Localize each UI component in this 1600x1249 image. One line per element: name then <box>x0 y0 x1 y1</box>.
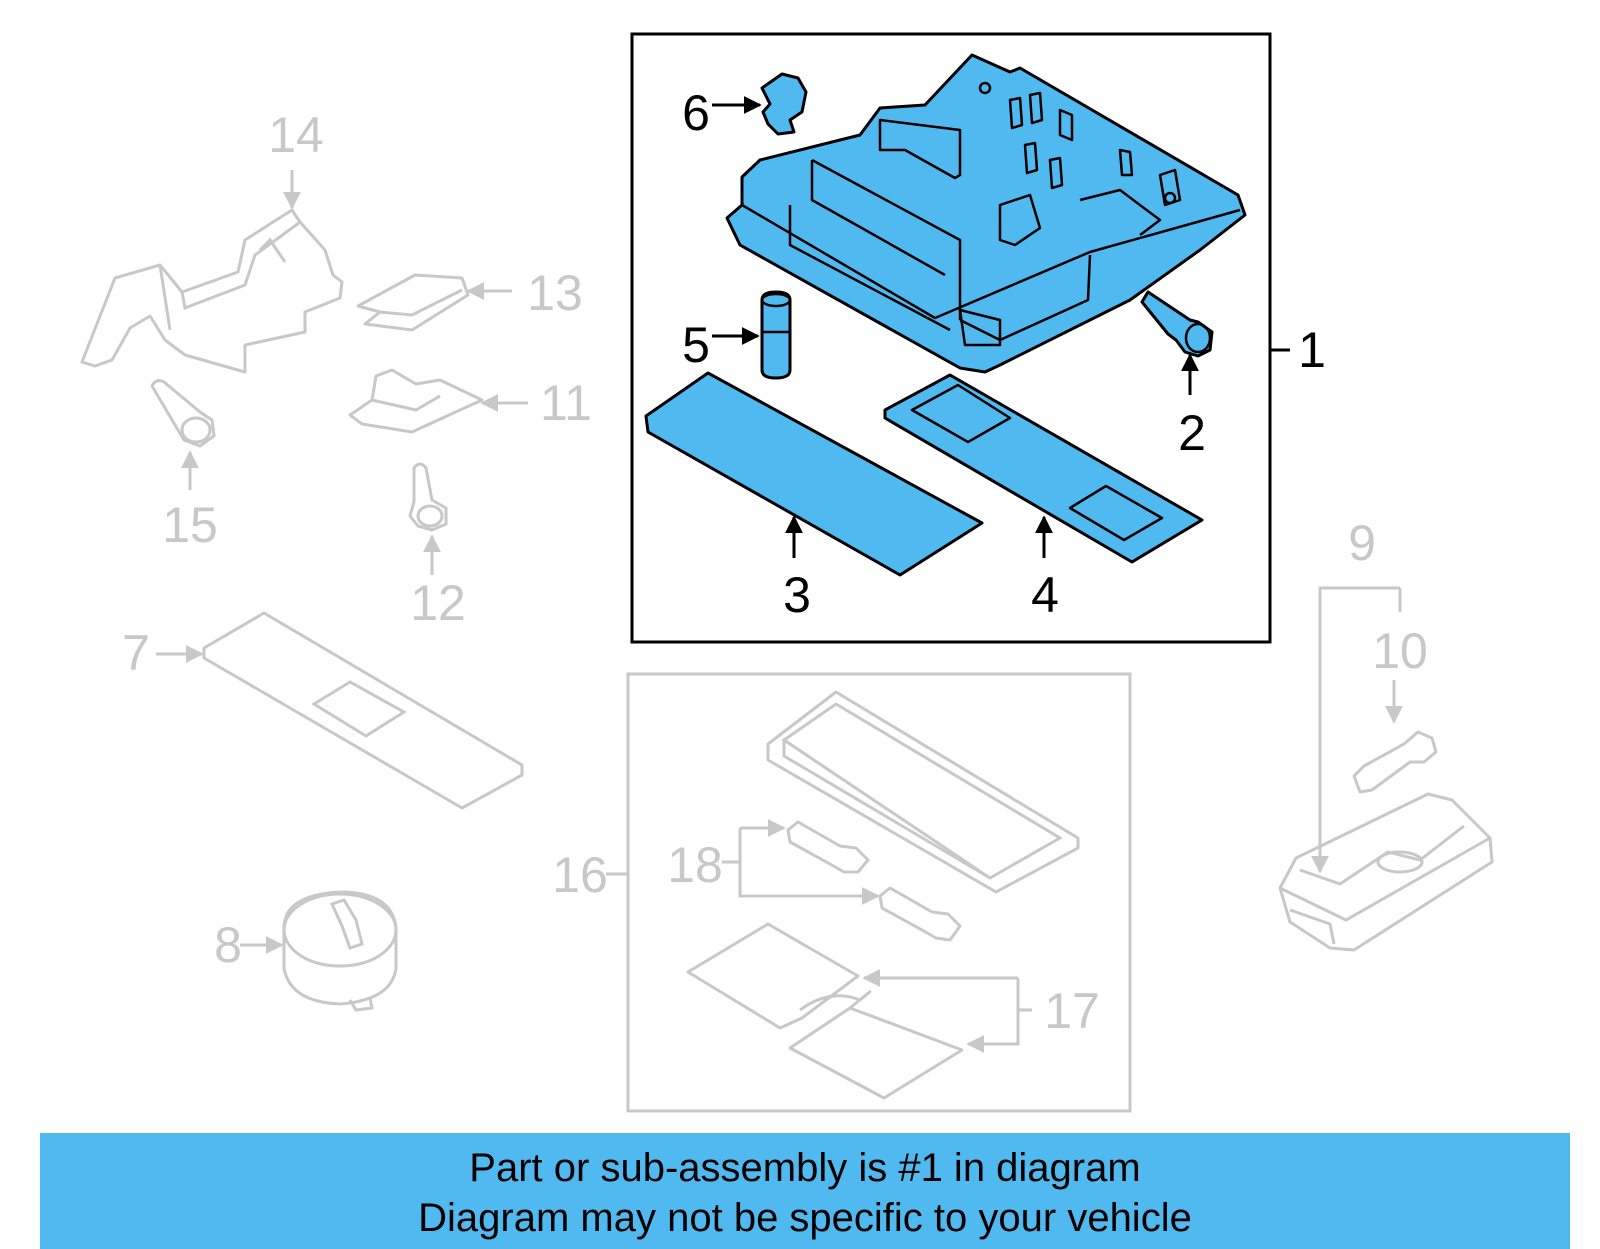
callout-13: 13 <box>527 265 583 321</box>
callout-8: 8 <box>214 917 242 973</box>
part-16-lens[interactable] <box>766 690 1080 894</box>
part-7-panel[interactable] <box>202 611 524 810</box>
part-15-screw[interactable] <box>150 379 216 448</box>
part-11-clip[interactable] <box>348 368 484 434</box>
part-18-bulb-lower[interactable] <box>878 886 962 942</box>
banner-line-disclaimer: Diagram may not be specific to your vehi… <box>418 1196 1192 1240</box>
callout-15: 15 <box>162 497 218 553</box>
part-17-pad-left[interactable] <box>686 922 860 1030</box>
callout-6: 6 <box>682 85 710 141</box>
part-4-trim-plate[interactable] <box>883 373 1204 564</box>
callout-12: 12 <box>410 575 466 631</box>
part-5-bulb[interactable] <box>760 290 792 380</box>
callout-2: 2 <box>1178 405 1206 461</box>
callout-4: 4 <box>1031 567 1059 623</box>
callout-11: 11 <box>540 375 592 431</box>
callout-10: 10 <box>1372 623 1428 679</box>
callout-9: 9 <box>1348 515 1376 571</box>
part-14-bracket[interactable] <box>80 208 344 374</box>
callout-5: 5 <box>682 317 710 373</box>
part-18-bulb-upper[interactable] <box>786 820 870 874</box>
part-6-clip[interactable] <box>760 72 808 136</box>
highlighted-assembly-box <box>630 32 1272 644</box>
part-3-lens[interactable] <box>644 371 984 577</box>
part-13-pad[interactable] <box>356 273 470 332</box>
callout-1: 1 <box>1298 322 1326 378</box>
callout-17: 17 <box>1044 983 1100 1039</box>
overhead-console-housing[interactable] <box>725 53 1247 374</box>
part-10-bulb[interactable] <box>1352 730 1438 794</box>
banner-line-primary: Part or sub-assembly is #1 in diagram <box>469 1146 1141 1190</box>
part-9-lamp-housing[interactable] <box>1278 792 1494 952</box>
callout-18: 18 <box>667 837 723 893</box>
callout-7: 7 <box>122 625 150 681</box>
part-17-pad-right[interactable] <box>788 990 964 1100</box>
callout-16: 16 <box>552 847 608 903</box>
info-banner: Part or sub-assembly is #1 in diagram Di… <box>40 1133 1570 1249</box>
part-2-screw[interactable] <box>1140 290 1214 358</box>
part-8-grommet[interactable] <box>282 890 398 1012</box>
assembly-box-16 <box>626 672 1132 1113</box>
part-12-screw[interactable] <box>408 462 448 532</box>
callout-3: 3 <box>783 567 811 623</box>
callout-14: 14 <box>268 107 324 163</box>
